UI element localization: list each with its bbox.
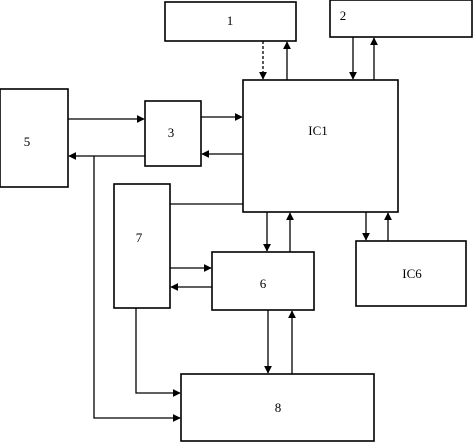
block-7: 7	[113, 183, 171, 309]
block-ic1-label: IC1	[308, 123, 328, 138]
block-1: 1	[164, 1, 297, 42]
block-5-label: 5	[24, 134, 31, 149]
block-5: 5	[0, 88, 69, 188]
arrow-5-to-8	[93, 156, 181, 422]
block-1-label: 1	[227, 13, 234, 28]
block-ic6-label: IC6	[402, 266, 422, 281]
block-8-label: 8	[275, 400, 282, 415]
block-2: 2	[329, 0, 473, 38]
block-8: 8	[180, 373, 375, 442]
block-ic6: IC6	[355, 240, 467, 307]
block-ic1: IC1	[242, 79, 399, 213]
block-3-label: 3	[168, 125, 175, 140]
arrow-7-to-8	[135, 308, 181, 397]
block-6: 6	[211, 251, 315, 311]
block-2-label: 2	[340, 8, 347, 23]
block-3: 3	[144, 100, 202, 167]
block-6-label: 6	[260, 276, 267, 291]
block-7-label: 7	[136, 230, 143, 245]
